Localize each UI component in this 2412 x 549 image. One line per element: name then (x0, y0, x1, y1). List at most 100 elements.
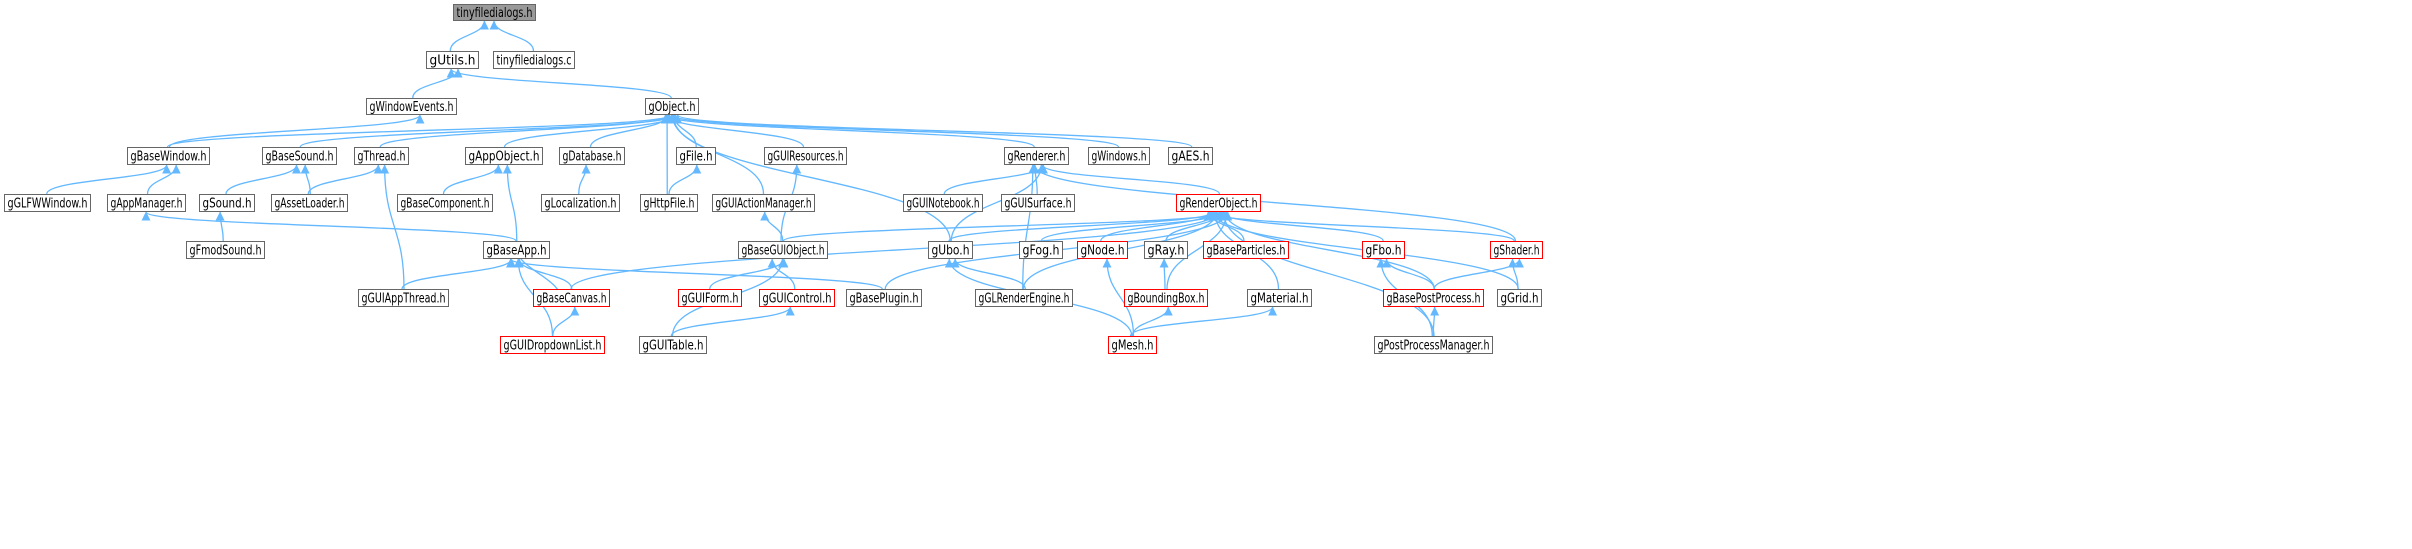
edge-gGLRenderEngine_h-to-gUbo_h (950, 258, 1026, 290)
node-gBaseSound-h[interactable]: gBaseSound.h (262, 147, 337, 165)
node-label: gBaseWindow.h (131, 150, 207, 165)
node-box (1124, 289, 1208, 307)
node-gWindows-h[interactable]: gWindows.h (1088, 147, 1150, 165)
node-gHttpFile-h[interactable]: gHttpFile.h (640, 194, 698, 212)
node-box (483, 241, 550, 259)
node-gAppObject-h[interactable]: gAppObject.h (465, 147, 543, 165)
node-label: gFbo.h (1366, 244, 1402, 259)
node-gGUITable-h[interactable]: gGUITable.h (639, 336, 707, 354)
node-gFog-h[interactable]: gFog.h (1019, 241, 1063, 259)
node-gBaseApp-h[interactable]: gBaseApp.h (483, 241, 550, 259)
edge-gMesh_h-to-gMaterial_h (1129, 306, 1278, 337)
node-box (1203, 241, 1289, 259)
node-box (366, 98, 457, 115)
node-gBasePlugin-h[interactable]: gBasePlugin.h (846, 289, 922, 307)
node-gRenderObject-h[interactable]: gRenderObject.h (1176, 194, 1261, 212)
node-gGUIAppThread-h[interactable]: gGUIAppThread.h (358, 289, 449, 307)
node-label: gFile.h (680, 150, 713, 165)
node-gThread-h[interactable]: gThread.h (354, 147, 409, 165)
node-gShader-h[interactable]: gShader.h (1490, 241, 1543, 259)
node-gGUINotebook-h[interactable]: gGUINotebook.h (903, 194, 983, 212)
edge-gSound_h-to-gBaseSound_h (225, 164, 301, 195)
node-gBasePostProcess-h[interactable]: gBasePostProcess.h (1383, 289, 1484, 307)
node-gGUIControl-h[interactable]: gGUIControl.h (759, 289, 835, 307)
node-tinyfiledialogs-c[interactable]: tinyfiledialogs.c (493, 51, 575, 69)
edge-gLocalization_h-to-gDatabase_h (578, 164, 591, 195)
edge-gBaseComponent_h-to-gAppObject_h (442, 164, 503, 195)
node-gFbo-h[interactable]: gFbo.h (1362, 241, 1405, 259)
node-label: gNode.h (1081, 244, 1125, 259)
node-gRenderer-h[interactable]: gRenderer.h (1004, 147, 1069, 165)
edge-gPostProcessManager_h-to-gRenderObject_h (1219, 211, 1435, 337)
node-gFile-h[interactable]: gFile.h (676, 147, 716, 165)
node-gObject-h[interactable]: gObject.h (645, 98, 699, 116)
node-gBaseWindow-h[interactable]: gBaseWindow.h (127, 147, 210, 165)
node-gWindowEvents-h[interactable]: gWindowEvents.h (366, 98, 457, 116)
node-box (1362, 241, 1405, 259)
node-gNode-h[interactable]: gNode.h (1077, 241, 1128, 259)
node-label: gBaseComponent.h (401, 197, 490, 212)
edge-gBaseGUIObject_h-to-gGUIActionManager_h (760, 211, 784, 242)
node-gGrid-h[interactable]: gGrid.h (1497, 289, 1542, 307)
node-gGUIForm-h[interactable]: gGUIForm.h (678, 289, 742, 307)
node-box (358, 289, 449, 307)
edge-gObject_h-to-gUtils_h (446, 68, 672, 99)
node-gBaseComponent-h[interactable]: gBaseComponent.h (397, 194, 493, 212)
node-label: gDatabase.h (563, 150, 622, 165)
edge-gBoundingBox_h-to-gRay_h (1159, 258, 1169, 290)
node-gRay-h[interactable]: gRay.h (1144, 241, 1188, 259)
node-gMaterial-h[interactable]: gMaterial.h (1247, 289, 1312, 307)
node-label: gPostProcessManager.h (1378, 339, 1490, 354)
edge-gBaseSound_h-to-gObject_h (299, 114, 681, 148)
node-gPostProcessManager-h[interactable]: gPostProcessManager.h (1374, 336, 1493, 354)
node-gUbo-h[interactable]: gUbo.h (928, 241, 973, 259)
node-gGUIResources-h[interactable]: gGUIResources.h (764, 147, 847, 165)
node-gGLFWWindow-h[interactable]: gGLFWWindow.h (4, 194, 91, 212)
node-label: gShader.h (1494, 244, 1540, 259)
node-gAssetLoader-h[interactable]: gAssetLoader.h (271, 194, 348, 212)
edge-gMesh_h-to-gBoundingBox_h (1131, 306, 1173, 337)
node-box (759, 289, 835, 307)
node-box (1144, 241, 1188, 259)
node-box (1383, 289, 1484, 307)
node-gDatabase-h[interactable]: gDatabase.h (559, 147, 625, 165)
node-gGUIDropdownList-h[interactable]: gGUIDropdownList.h (500, 336, 605, 354)
edge-gFmodSound_h-to-gSound_h (215, 211, 225, 242)
node-gBoundingBox-h[interactable]: gBoundingBox.h (1124, 289, 1208, 307)
node-gBaseCanvas-h[interactable]: gBaseCanvas.h (533, 289, 610, 307)
node-label: gRenderer.h (1008, 150, 1066, 165)
node-label: gAppManager.h (111, 197, 183, 212)
edge-gRay_h-to-gRenderObject_h (1165, 211, 1226, 242)
node-box (107, 194, 186, 212)
node-gBaseGUIObject-h[interactable]: gBaseGUIObject.h (738, 241, 828, 259)
node-tinyfiledialogs-h[interactable]: tinyfiledialogs.h (453, 4, 536, 22)
edge-gRenderObject_h-to-gRenderer_h (1038, 164, 1221, 195)
node-gLocalization-h[interactable]: gLocalization.h (541, 194, 620, 212)
node-gGUISurface-h[interactable]: gGUISurface.h (1001, 194, 1075, 212)
node-gMesh-h[interactable]: gMesh.h (1108, 336, 1157, 354)
node-label: gGUISurface.h (1005, 197, 1072, 212)
node-label: gGUITable.h (643, 339, 704, 354)
node-gSound-h[interactable]: gSound.h (199, 194, 255, 212)
node-gUtils-h[interactable]: gUtils.h (426, 51, 479, 69)
node-gAppManager-h[interactable]: gAppManager.h (107, 194, 186, 212)
node-label: gGUIAppThread.h (362, 292, 446, 307)
node-gFmodSound-h[interactable]: gFmodSound.h (186, 241, 265, 259)
edge-gWindows_h-to-gObject_h (667, 114, 1120, 148)
node-gBaseParticles-h[interactable]: gBaseParticles.h (1203, 241, 1289, 259)
node-label: gWindowEvents.h (370, 100, 454, 115)
edge-gBasePostProcess_h-to-gRenderObject_h (1220, 211, 1435, 290)
edge-gMesh_h-to-gNode_h (1102, 258, 1135, 337)
edge-gPostProcessManager_h-to-gBasePostProcess_h (1430, 306, 1440, 337)
node-box (465, 147, 543, 165)
node-gAES-h[interactable]: gAES.h (1168, 147, 1213, 165)
node-gGUIActionManager-h[interactable]: gGUIActionManager.h (712, 194, 815, 212)
node-box (354, 147, 409, 165)
edge-gWindowEvents_h-to-gUtils_h (412, 68, 463, 99)
node-gGLRenderEngine-h[interactable]: gGLRenderEngine.h (975, 289, 1073, 307)
node-box (712, 194, 815, 212)
node-label: gMesh.h (1112, 339, 1154, 354)
node-box (127, 147, 210, 165)
node-box (533, 289, 610, 307)
node-box (738, 241, 828, 259)
